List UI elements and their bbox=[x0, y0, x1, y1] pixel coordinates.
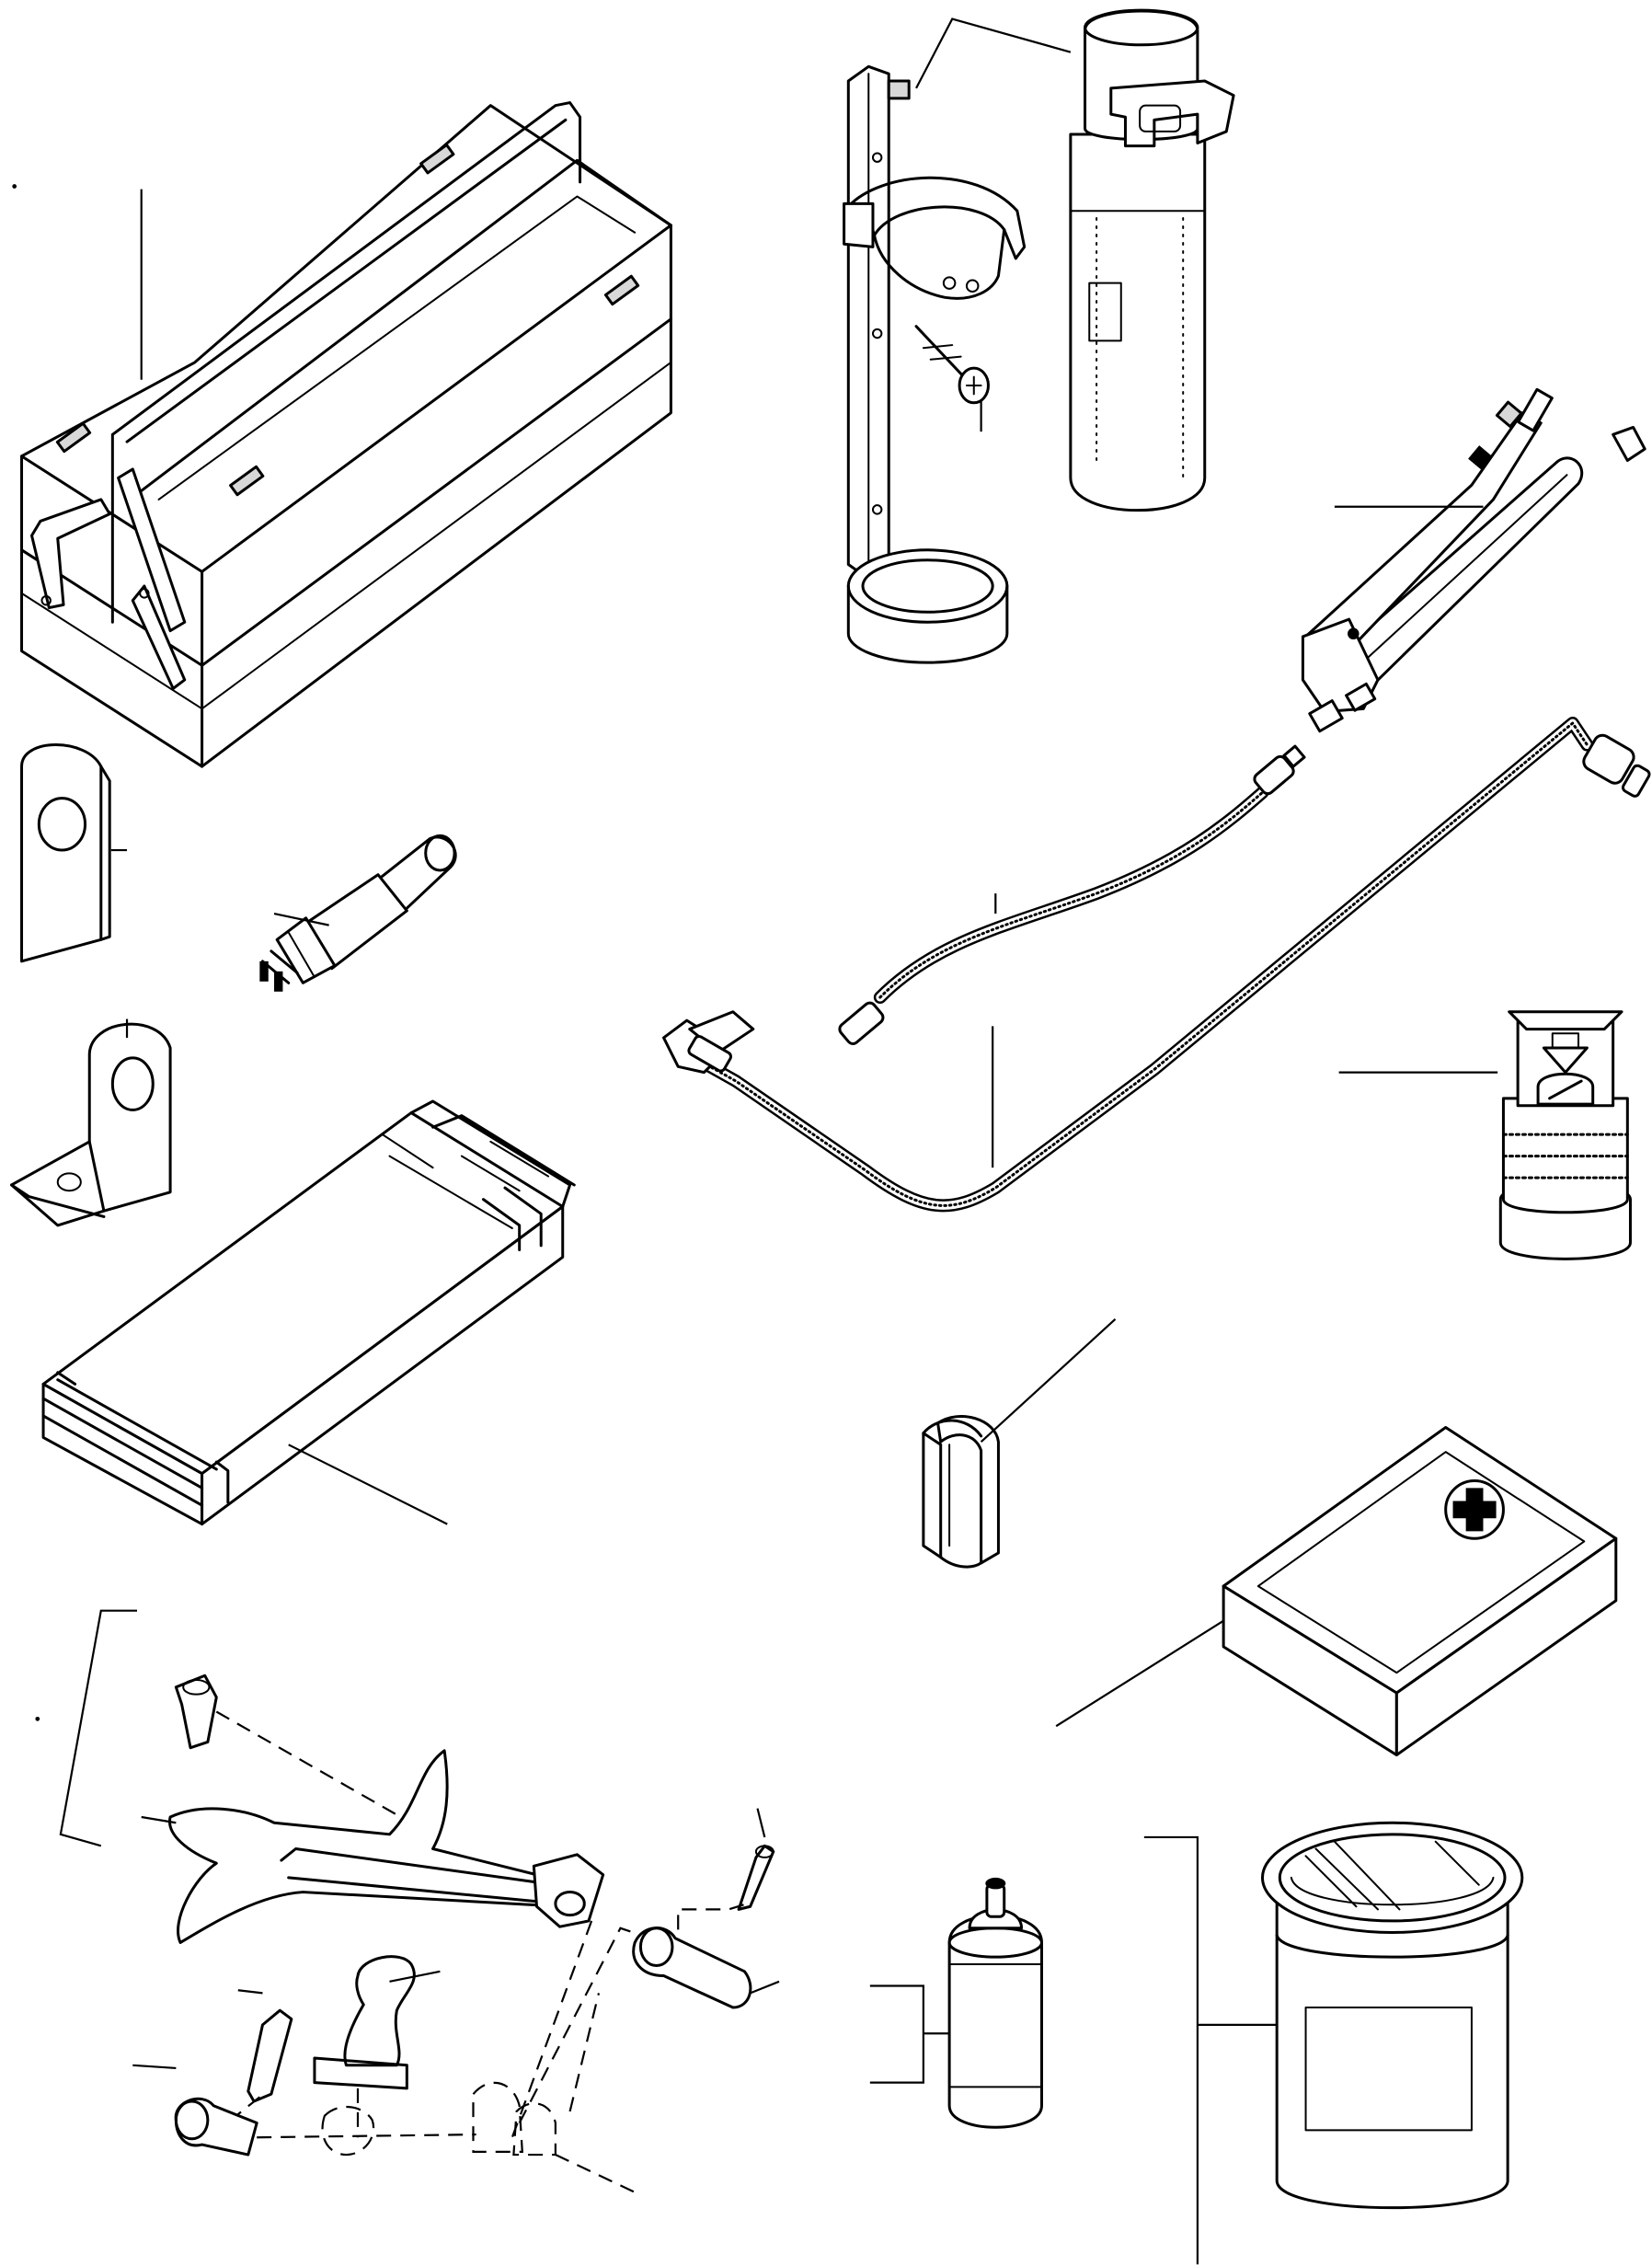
lifting-eye-plate bbox=[22, 745, 110, 961]
first-aid-kit-leader bbox=[1056, 1621, 1223, 1727]
lever-assembly bbox=[61, 1611, 774, 2192]
pad-block-leader bbox=[289, 1444, 448, 1524]
speck bbox=[35, 1716, 40, 1721]
lever-leader-right-pin bbox=[751, 1982, 779, 1994]
grease-gun bbox=[1302, 389, 1645, 730]
extinguisher-bracket bbox=[844, 66, 1025, 662]
grease-hose bbox=[837, 746, 1304, 1046]
grease-extension-pipe bbox=[664, 723, 1651, 1205]
grease-coupler bbox=[1500, 1012, 1630, 1260]
bracket-screw bbox=[916, 327, 988, 403]
lever-leader-pin bbox=[132, 2065, 176, 2068]
clip bbox=[924, 1417, 999, 1568]
aerosol-leader bbox=[870, 1986, 924, 2083]
lifting-angle-bracket bbox=[12, 1024, 171, 1225]
fire-extinguisher bbox=[1071, 10, 1233, 511]
pad-block bbox=[43, 1101, 574, 1524]
lever-leader-top bbox=[142, 1817, 177, 1823]
lever-leader-right-clip bbox=[757, 1809, 764, 1837]
aerosol-can bbox=[949, 1877, 1041, 2127]
extinguisher-leader bbox=[916, 19, 1071, 88]
clip-leader bbox=[981, 1319, 1116, 1442]
first-aid-kit bbox=[1223, 1427, 1616, 1754]
speck bbox=[12, 184, 17, 189]
plug-leader bbox=[274, 914, 329, 926]
connector-plug bbox=[259, 835, 455, 992]
lever-leader-clip bbox=[238, 1990, 263, 1993]
grease-tin bbox=[1262, 1823, 1521, 2207]
tool-box bbox=[22, 103, 671, 767]
lever-leader-hook bbox=[390, 1972, 441, 1982]
grease-tin-leader bbox=[1144, 1837, 1198, 2264]
